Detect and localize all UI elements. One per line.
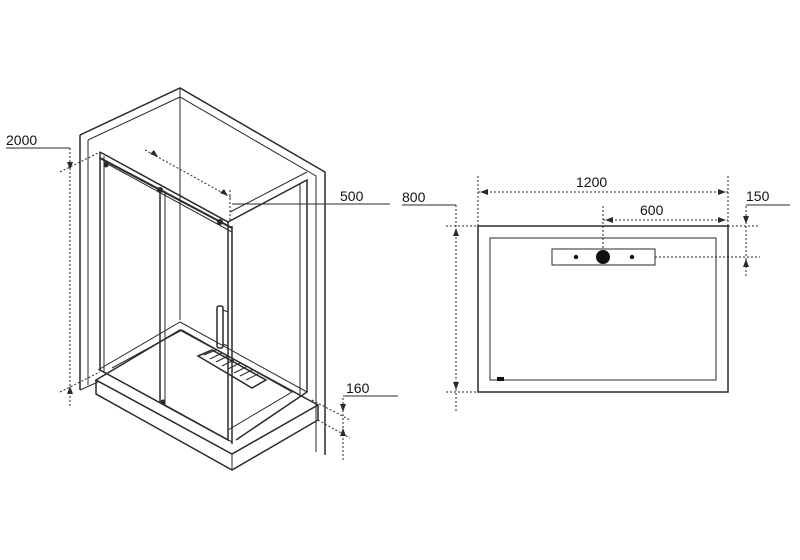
- top-rail: [99, 157, 233, 229]
- drain-dot-right: [629, 254, 635, 260]
- dimension-drain-edge: 150: [655, 188, 790, 276]
- door-handle-mount: [222, 309, 229, 313]
- isometric-view: 2000 500 160: [6, 87, 398, 471]
- side-panel-top: [229, 171, 308, 213]
- linear-drain-grate: [196, 349, 268, 389]
- dimension-width: 500: [144, 149, 390, 222]
- drain-dot-left: [573, 254, 579, 260]
- dimension-depth: 800: [402, 189, 478, 412]
- length-label: 1200: [576, 174, 607, 190]
- corner-marker: [497, 377, 504, 381]
- drain-outlet: [596, 250, 610, 264]
- dimension-length: 1200: [477, 174, 729, 226]
- side-glass-panel: [227, 178, 308, 441]
- roller-4: [160, 399, 166, 405]
- dimension-drain-offset: 600: [602, 202, 728, 250]
- roller-2: [157, 187, 163, 193]
- width-label: 500: [340, 188, 364, 204]
- plan-view: 1200 600 800 150: [402, 174, 790, 412]
- top-rail-2: [103, 161, 233, 233]
- drain-offset-label: 600: [640, 202, 664, 218]
- door-bottom: [164, 404, 233, 443]
- tray-top: [94, 329, 320, 455]
- back-wall-inner: [87, 96, 317, 452]
- tray-height-label: 160: [346, 380, 370, 396]
- door-handle[interactable]: [216, 305, 224, 349]
- left-wall-bottom: [79, 381, 99, 391]
- door-handle-mount-2: [222, 343, 229, 347]
- roller-1: [103, 162, 109, 168]
- back-wall-outline: [79, 87, 326, 455]
- dimension-tray-height: 160: [311, 380, 398, 460]
- drain-slats: [203, 349, 259, 381]
- height-label: 2000: [6, 132, 37, 148]
- dimension-height: 2000: [6, 132, 101, 408]
- roller-3: [217, 219, 223, 225]
- depth-label: 800: [402, 189, 426, 205]
- drain-edge-label: 150: [746, 188, 770, 204]
- tray-front-face: [95, 380, 319, 471]
- tray-back-edge: [97, 321, 308, 393]
